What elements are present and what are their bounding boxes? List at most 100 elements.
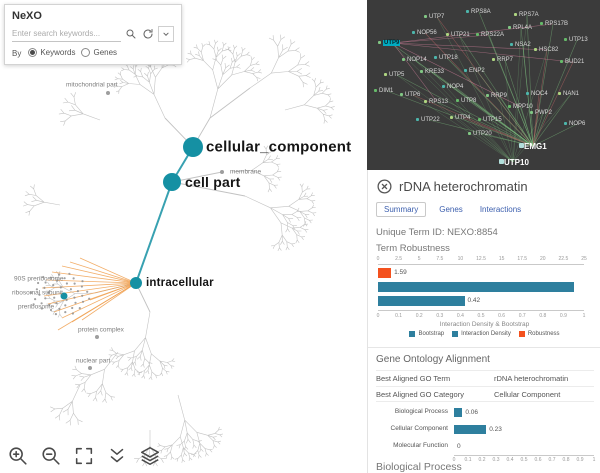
gene-label[interactable]: EMG1 [524,142,547,151]
gene-label[interactable]: NOP4 [447,84,464,90]
gene-node[interactable] [492,58,495,61]
top-axis-line [378,264,584,265]
axis-tick-label: 10 [457,256,464,262]
gene-node[interactable] [534,48,537,51]
gene-label[interactable]: UTP6 [405,92,421,98]
gene-node[interactable] [424,15,427,18]
gene-label[interactable]: RPL4A [513,25,533,31]
tree-node-label[interactable]: cell part [185,174,241,190]
tab-genes[interactable]: Genes [439,205,463,214]
gene-node[interactable] [374,89,377,92]
gene-label[interactable]: RPS7A [519,12,539,18]
gene-label[interactable]: NOP6 [569,121,586,127]
layers-button[interactable] [138,444,162,468]
axis-tick-label: 5 [417,256,421,262]
gene-node[interactable] [540,22,543,25]
gene-network-panel[interactable]: UTP7 RPS8A RPS7A RPS17B UTP9 NOP56 UTP21 RPS22A… [367,0,600,170]
gene-node[interactable] [384,73,387,76]
chevron-down-icon[interactable] [158,26,174,42]
gene-label[interactable]: NOC4 [531,91,548,97]
gene-node[interactable] [519,143,524,148]
gene-label[interactable]: UTP22 [421,117,440,123]
gene-label[interactable]: UTP20 [473,131,492,137]
gene-node[interactable] [560,60,563,63]
tab-interactions[interactable]: Interactions [479,205,522,214]
radio-genes[interactable]: Genes [81,48,117,57]
gene-node[interactable] [402,58,405,61]
gene-node[interactable] [510,43,513,46]
zoom-out-button[interactable] [39,444,63,468]
gene-label[interactable]: NAN1 [563,91,580,97]
gene-node[interactable] [478,118,481,121]
gene-node[interactable] [446,33,449,36]
search-icon[interactable] [124,27,138,41]
gene-label[interactable]: UTP8 [461,98,477,104]
gene-node[interactable] [558,92,561,95]
gene-label[interactable]: ENP2 [469,68,485,74]
gene-label[interactable]: BUD21 [565,59,585,65]
gene-label[interactable]: PWP2 [535,110,553,116]
refresh-icon[interactable] [141,27,155,41]
radio-keywords[interactable]: Keywords [28,48,75,57]
gene-node[interactable] [526,92,529,95]
biological-process-title: Biological Process [376,461,462,473]
gene-node[interactable] [530,111,533,114]
gene-label[interactable]: HSC82 [539,47,559,53]
gene-node[interactable] [486,94,489,97]
gene-node[interactable] [456,99,459,102]
gene-label[interactable]: RPS8A [471,9,491,15]
gene-label[interactable]: KRE33 [425,69,445,75]
gene-node[interactable] [420,70,423,73]
gene-node[interactable] [508,26,511,29]
zoom-in-button[interactable] [6,444,30,468]
gene-node[interactable] [412,31,415,34]
gene-node[interactable] [464,69,467,72]
gene-node[interactable] [442,85,445,88]
gene-label[interactable]: UTP4 [455,115,471,121]
gene-node[interactable] [450,116,453,119]
gene-label[interactable]: MPP10 [513,104,533,110]
gene-label[interactable]: RPS13 [429,99,449,105]
gene-node[interactable] [378,41,381,44]
gene-node[interactable] [424,100,427,103]
gene-node[interactable] [514,13,517,16]
gene-node[interactable] [466,10,469,13]
gene-label[interactable]: RPS17B [545,21,569,27]
gene-node[interactable] [499,159,504,164]
tab-summary[interactable]: Summary [376,202,427,217]
gene-node[interactable] [416,118,419,121]
tree-minor-label: protein complex [78,326,124,334]
zoom-fit-button[interactable] [72,444,96,468]
gene-label[interactable]: UTP13 [569,37,588,43]
gene-node[interactable] [468,132,471,135]
gene-node[interactable] [564,38,567,41]
tree-node-label[interactable]: cellular_component [206,138,352,156]
gene-node[interactable] [434,56,437,59]
gene-label[interactable]: RRP7 [497,57,514,63]
tree-node-label[interactable]: intracellular [146,277,214,289]
gene-node[interactable] [564,122,567,125]
gene-node[interactable] [476,33,479,36]
gene-label[interactable]: NOP56 [417,30,437,36]
collapse-button[interactable] [105,444,129,468]
gene-label[interactable]: DIM1 [379,88,394,94]
gene-label[interactable]: NSA2 [515,42,531,48]
gene-label[interactable]: UTP9 [383,40,401,46]
gene-node[interactable] [508,105,511,108]
gene-label[interactable]: UTP21 [451,32,470,38]
gene-label[interactable]: UTP18 [439,55,458,61]
details-tabs: Summary Genes Interactions [376,202,525,217]
gene-node[interactable] [400,93,403,96]
gene-label[interactable]: UTP7 [429,14,445,20]
gene-label[interactable]: UTP15 [483,117,502,123]
gene-label[interactable]: RRP9 [491,93,508,99]
gene-label[interactable]: NOP14 [407,57,427,63]
gene-label[interactable]: UTP5 [389,72,405,78]
gene-label[interactable]: RPS22A [481,32,505,38]
search-input[interactable] [12,26,121,42]
gene-label[interactable]: UTP10 [504,158,529,167]
close-icon[interactable] [376,178,393,195]
